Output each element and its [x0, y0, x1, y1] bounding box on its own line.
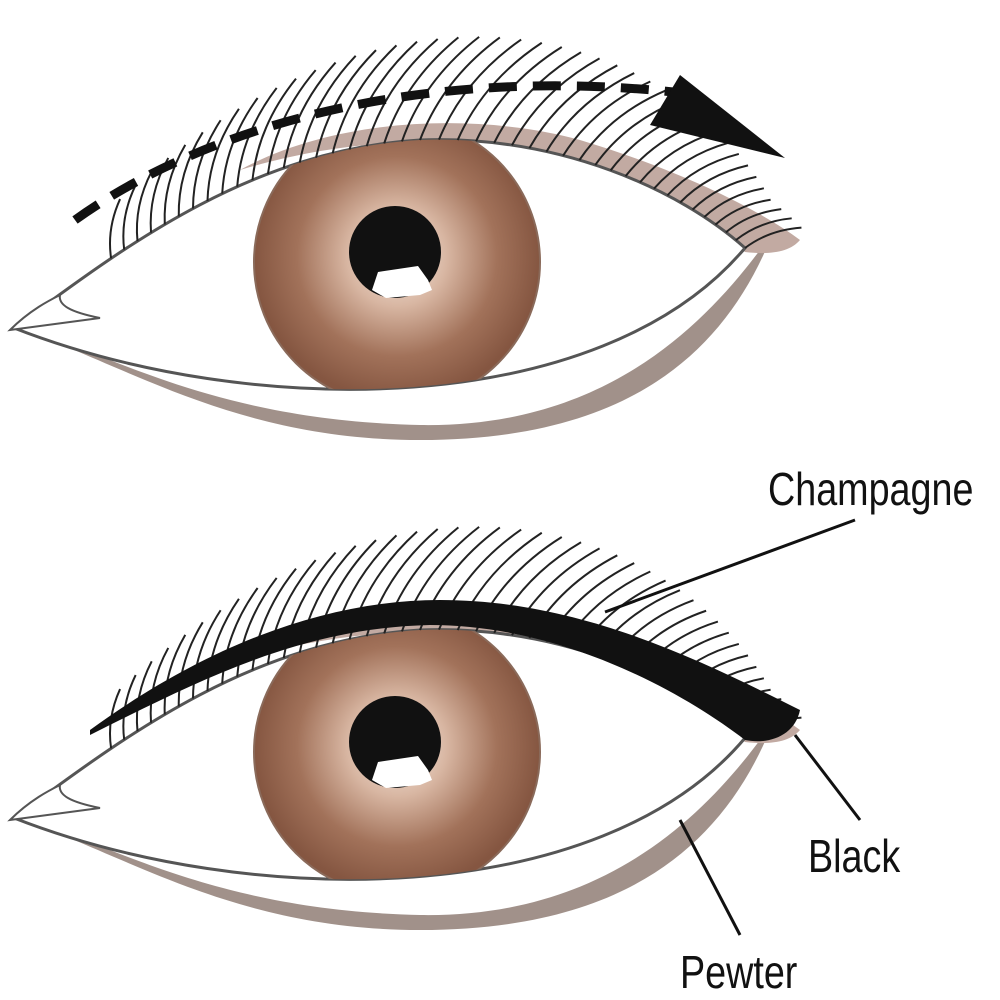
eye-illustration-lined	[10, 527, 801, 930]
eyelash	[163, 144, 187, 225]
label-champagne: Champagne	[768, 463, 973, 514]
eyelash	[735, 217, 792, 241]
label-black: Black	[808, 830, 901, 881]
eyelash	[251, 77, 297, 181]
inner-corner	[7, 293, 101, 332]
eyelash	[135, 170, 153, 242]
label-pewter: Pewter	[680, 946, 797, 997]
eyelash	[206, 108, 240, 201]
eyelash	[493, 51, 582, 144]
eyelash	[192, 119, 222, 209]
eyelash	[725, 208, 782, 234]
eyelash	[108, 198, 121, 259]
eyelash	[578, 89, 666, 161]
black-leader-line	[793, 734, 862, 821]
eyelash	[365, 38, 439, 147]
eyelash	[691, 175, 757, 211]
pewter-leader-line	[678, 819, 742, 936]
eyelashes	[108, 36, 802, 259]
eyelash	[122, 184, 137, 250]
eyelash	[528, 64, 618, 149]
arrowhead-icon	[650, 75, 785, 158]
eyelash	[221, 97, 259, 194]
eye-illustration	[7, 36, 802, 440]
eyelash	[703, 187, 765, 218]
dashed-arrow-path	[72, 81, 701, 224]
eyelash	[400, 36, 480, 142]
eyelash	[419, 36, 501, 141]
eyelash	[298, 55, 357, 163]
eyelash	[383, 36, 460, 144]
eyelash	[282, 61, 337, 169]
eyelash	[666, 152, 740, 197]
eyelash	[714, 198, 771, 226]
eyelash	[545, 72, 635, 153]
eyelash	[653, 141, 730, 190]
pupil-highlight	[372, 266, 432, 298]
eyelash	[679, 164, 749, 204]
eyelash	[331, 44, 398, 154]
champagne-leader-line	[604, 518, 856, 614]
black-liner	[90, 600, 800, 742]
eyelash	[744, 226, 802, 249]
eyelash	[511, 57, 601, 146]
eyelash	[348, 40, 418, 150]
eyelash	[177, 131, 204, 217]
eyelash	[315, 49, 377, 158]
